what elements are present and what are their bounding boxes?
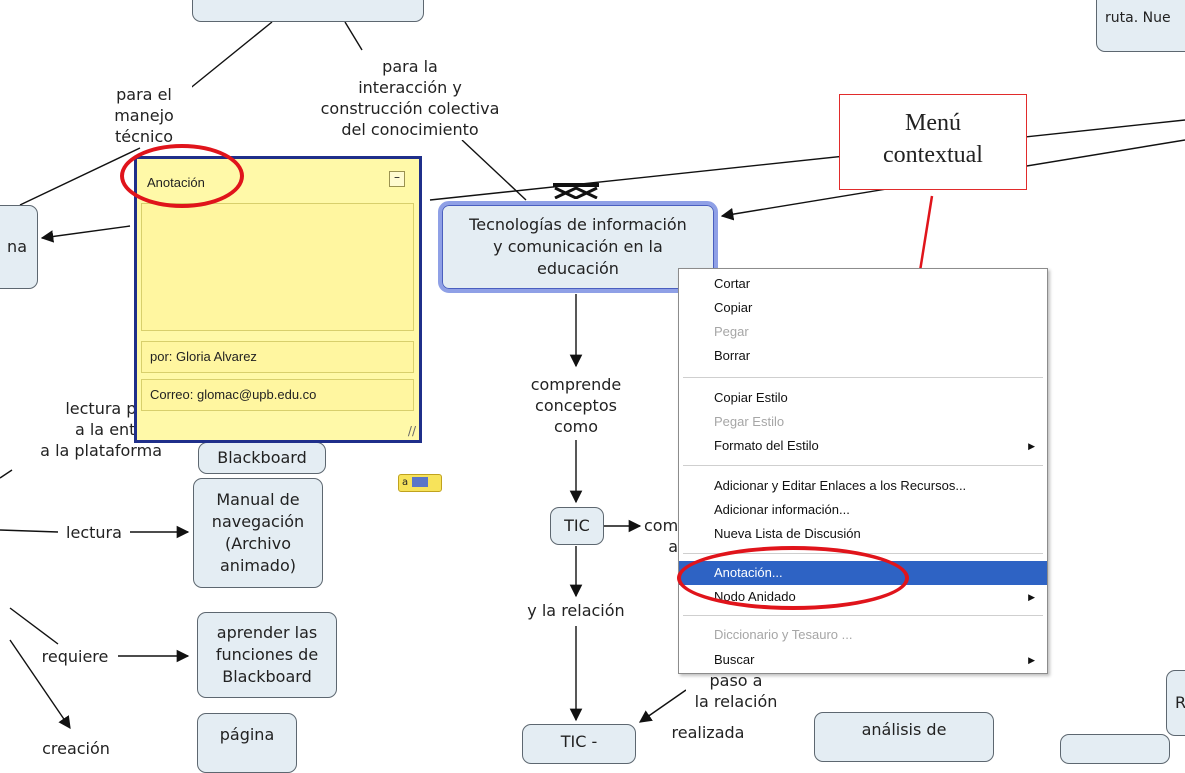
annotation-note-icon[interactable]: a xyxy=(398,474,442,492)
menu-item-label: Adicionar información... xyxy=(714,502,850,517)
node-label: Blackboard xyxy=(217,448,307,467)
node-label: Manual de navegación (Archivo animado) xyxy=(211,490,305,575)
menu-item-label: Adicionar y Editar Enlaces a los Recurso… xyxy=(714,478,967,493)
resize-grip-icon[interactable]: // xyxy=(407,424,416,438)
menu-item-copiar[interactable]: Copiar xyxy=(679,296,1047,320)
concept-node-top-right[interactable]: ruta. Nue xyxy=(1096,0,1185,52)
menu-item-label: Pegar xyxy=(714,324,749,339)
menu-item-adicionar-enlaces[interactable]: Adicionar y Editar Enlaces a los Recurso… xyxy=(679,474,1047,498)
annotation-email: Correo: glomac@upb.edu.co xyxy=(141,379,414,411)
node-label: na xyxy=(7,237,27,256)
menu-item-label: Borrar xyxy=(714,348,751,363)
menu-separator xyxy=(683,377,1043,378)
highlight-ring-menu-anotacion xyxy=(677,546,909,610)
concept-node-tic-bottom[interactable]: TIC - xyxy=(522,724,636,764)
context-menu: Cortar Copiar Pegar Borrar Copiar Estilo… xyxy=(678,268,1048,674)
concept-node-tecnologias[interactable]: Tecnologías de información y comunicació… xyxy=(438,201,718,293)
concept-node-pagina[interactable]: página xyxy=(197,713,297,773)
menu-item-label: Buscar xyxy=(714,652,755,667)
concept-node-analisis[interactable]: análisis de xyxy=(814,712,994,762)
link-label-para-la-interaccion[interactable]: para la interacción y construcción colec… xyxy=(300,56,520,140)
menu-item-copiar-estilo[interactable]: Copiar Estilo xyxy=(679,386,1047,410)
concept-node-top[interactable] xyxy=(192,0,424,22)
menu-item-pegar-estilo[interactable]: Pegar Estilo xyxy=(679,410,1047,434)
menu-item-adicionar-informacion[interactable]: Adicionar información... xyxy=(679,498,1047,522)
concept-node-bottom-right[interactable] xyxy=(1060,734,1170,764)
collapse-arrows-icon[interactable] xyxy=(553,183,599,199)
annotation-text-area[interactable] xyxy=(141,203,414,331)
submenu-arrow-icon: ▶ xyxy=(1028,655,1035,665)
node-label: R xyxy=(1175,693,1185,712)
menu-item-buscar[interactable]: Buscar ▶ xyxy=(679,648,1047,672)
menu-separator xyxy=(683,615,1043,616)
link-label-requiere[interactable]: requiere xyxy=(32,646,118,667)
menu-item-label: Diccionario y Tesauro ... xyxy=(714,627,853,642)
menu-item-formato-estilo[interactable]: Formato del Estilo ▶ xyxy=(679,434,1047,458)
submenu-arrow-icon: ▶ xyxy=(1028,592,1035,602)
concept-node-blackboard[interactable]: Blackboard xyxy=(198,442,326,474)
node-label: TIC xyxy=(564,516,590,535)
menu-item-nueva-lista[interactable]: Nueva Lista de Discusión xyxy=(679,522,1047,546)
link-label-lectura-previa[interactable]: lectura prev a la entrad a la plataforma xyxy=(16,398,162,461)
link-label-paso[interactable]: paso a la relación xyxy=(686,670,786,712)
concept-node-tic[interactable]: TIC xyxy=(550,507,604,545)
link-label-realizada[interactable]: realizada xyxy=(664,722,752,743)
node-label: análisis de xyxy=(861,720,947,739)
concept-node-aprender[interactable]: aprender las funciones de Blackboard xyxy=(197,612,337,698)
link-label-creacion[interactable]: creación xyxy=(34,738,118,759)
menu-item-label: Copiar xyxy=(714,300,753,315)
menu-item-label: Cortar xyxy=(714,276,751,291)
menu-item-label: Formato del Estilo xyxy=(714,438,819,453)
node-label: aprender las funciones de Blackboard xyxy=(215,623,319,686)
menu-item-cortar[interactable]: Cortar xyxy=(679,272,1047,296)
concept-node-right-edge[interactable]: R xyxy=(1166,670,1185,736)
concept-node-manual[interactable]: Manual de navegación (Archivo animado) xyxy=(193,478,323,588)
link-label-comprende[interactable]: comprende conceptos como xyxy=(518,374,634,437)
node-label: Tecnologías de información y comunicació… xyxy=(469,215,687,278)
menu-item-borrar[interactable]: Borrar xyxy=(679,344,1047,368)
node-label: página xyxy=(219,725,275,744)
callout-menu-contextual: Menú contextual xyxy=(839,94,1027,190)
node-label: ruta. Nue xyxy=(1105,10,1171,26)
link-label-y-la-relacion[interactable]: y la relación xyxy=(520,600,632,621)
node-label: TIC - xyxy=(560,732,598,751)
menu-item-label: Pegar Estilo xyxy=(714,414,785,429)
submenu-arrow-icon: ▶ xyxy=(1028,441,1035,451)
highlight-ring-annotation-title xyxy=(120,144,244,208)
menu-item-diccionario[interactable]: Diccionario y Tesauro ... xyxy=(679,623,1047,647)
concept-node-left[interactable]: na xyxy=(0,205,38,289)
menu-item-label: Copiar Estilo xyxy=(714,390,788,405)
minimize-icon[interactable]: – xyxy=(389,171,405,187)
annotation-author: por: Gloria Alvarez xyxy=(141,341,414,373)
menu-item-label: Nueva Lista de Discusión xyxy=(714,526,861,541)
link-label-para-el-manejo[interactable]: para el manejo técnico xyxy=(96,84,192,147)
link-label-lectura[interactable]: lectura xyxy=(58,522,130,543)
menu-item-pegar[interactable]: Pegar xyxy=(679,320,1047,344)
link-label-com[interactable]: com a xyxy=(644,515,679,557)
menu-separator xyxy=(683,465,1043,466)
